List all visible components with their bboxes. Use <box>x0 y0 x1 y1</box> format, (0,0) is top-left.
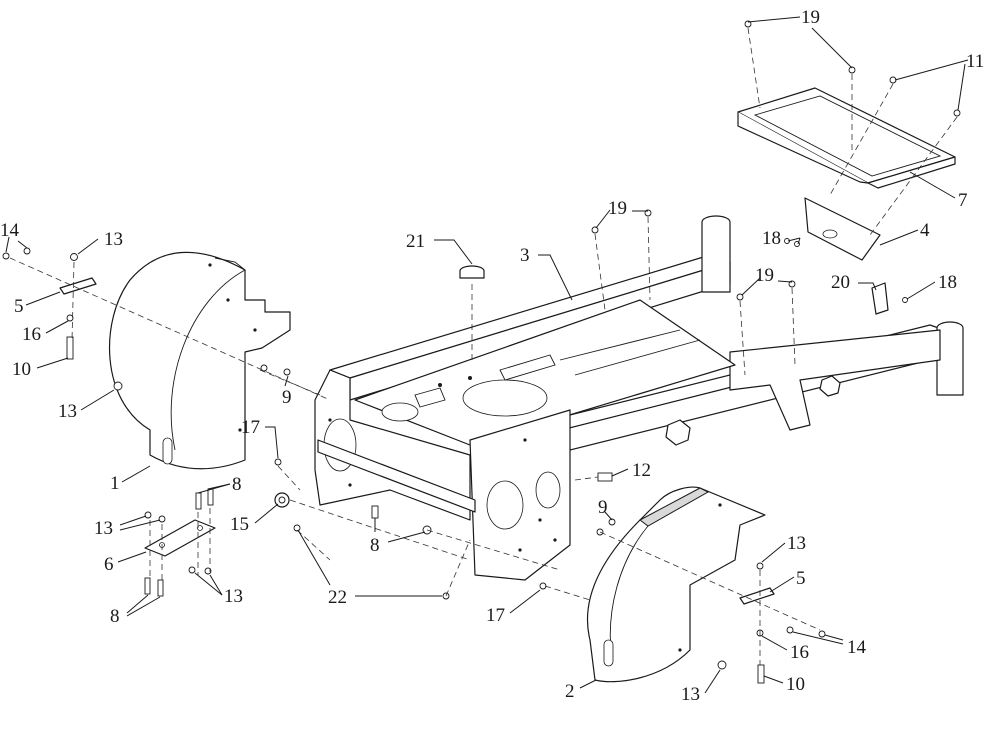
callout-5-right: 5 <box>796 568 806 589</box>
part-7-cover-plate <box>737 87 956 189</box>
callout-13-fender-left: 13 <box>58 401 77 422</box>
callout-13-plate-top: 13 <box>94 518 113 539</box>
callout-13-plate-bottom: 13 <box>224 586 243 607</box>
callout-18-left: 18 <box>762 228 781 249</box>
callout-10-right: 10 <box>786 674 805 695</box>
callout-14-left: 14 <box>0 220 20 241</box>
callout-16-right: 16 <box>790 642 809 663</box>
callout-22: 22 <box>328 587 347 608</box>
part-1-left-fender <box>108 251 291 470</box>
callout-8-center: 8 <box>370 535 380 556</box>
callout-7: 7 <box>958 190 968 211</box>
callout-13-fender-right: 13 <box>681 684 700 705</box>
callout-2: 2 <box>565 681 575 702</box>
callout-5-left: 5 <box>14 296 24 317</box>
callout-12: 12 <box>632 460 651 481</box>
callout-9-right: 9 <box>598 497 608 518</box>
part-3-main-frame <box>314 215 964 581</box>
callout-1: 1 <box>110 473 120 494</box>
callout-17-left: 17 <box>241 417 260 438</box>
callout-11: 11 <box>966 51 984 72</box>
callout-labels: 19 11 7 4 18 19 21 3 19 20 18 14 13 5 16… <box>0 7 984 705</box>
callout-19-top: 19 <box>801 7 820 28</box>
callout-3: 3 <box>520 245 530 266</box>
hardware-group <box>2 20 961 684</box>
callout-8-top: 8 <box>232 474 242 495</box>
callout-14-right: 14 <box>847 637 867 658</box>
part-5-bracket-left <box>59 277 97 295</box>
callout-8-bottom: 8 <box>110 606 120 627</box>
part-4-bracket <box>804 197 881 261</box>
callout-21: 21 <box>406 231 425 252</box>
callout-16-left: 16 <box>22 324 41 345</box>
part-6-plate <box>144 519 216 557</box>
callout-20: 20 <box>831 272 850 293</box>
callout-19-right: 19 <box>755 265 774 286</box>
callout-18-right: 18 <box>938 272 957 293</box>
callout-10-left: 10 <box>12 359 31 380</box>
callout-6: 6 <box>104 554 114 575</box>
callout-13-right-top: 13 <box>787 533 806 554</box>
callout-13-top-left: 13 <box>104 229 123 250</box>
callout-19-mid: 19 <box>608 198 627 219</box>
callout-4: 4 <box>920 220 930 241</box>
assembly-lines <box>9 27 958 665</box>
callout-9-left: 9 <box>282 387 292 408</box>
leader-lines <box>5 16 969 694</box>
callout-15: 15 <box>230 514 249 535</box>
part-2-right-fender <box>586 486 766 683</box>
callout-17-right: 17 <box>486 605 505 626</box>
